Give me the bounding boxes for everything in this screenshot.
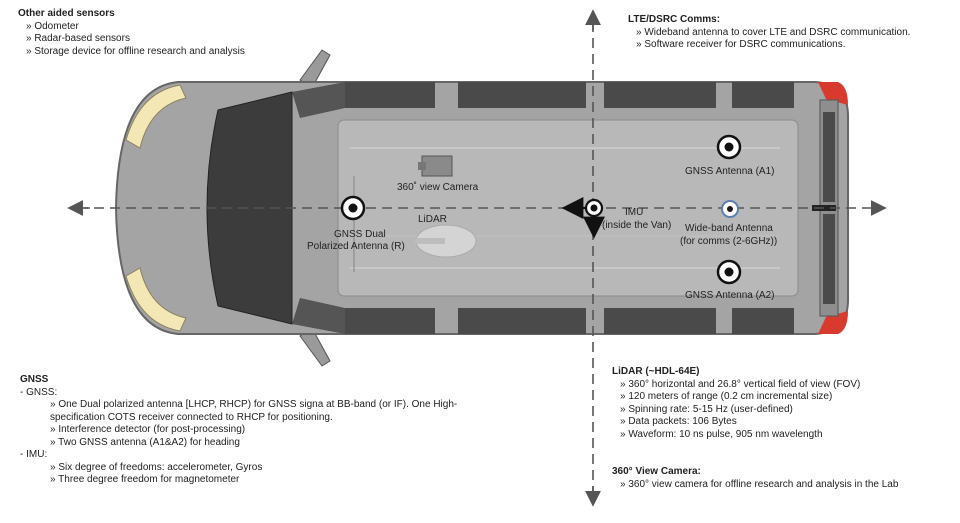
list-item: » 360° horizontal and 26.8° vertical fie… [620, 378, 861, 390]
side-window [458, 82, 586, 108]
camera-panel: 360° View Camera: » 360° view camera for… [612, 466, 898, 491]
imu-label: (inside the Van) [602, 220, 671, 231]
side-window [345, 308, 435, 334]
imu-label: IMU [625, 207, 643, 218]
panel-title: LTE/DSRC Comms: [628, 14, 721, 25]
other-sensors-panel: Other aided sensors » Odometer » Radar-b… [18, 8, 245, 58]
list-item: » Wideband antenna to cover LTE and DSRC… [636, 26, 911, 38]
taillight-bottom [818, 311, 848, 334]
gnss-dual-antenna-icon [340, 195, 366, 221]
side-window [732, 308, 794, 334]
wideband-label: Wide-band Antenna [685, 223, 773, 234]
headlight-bottom [125, 267, 187, 332]
gnss-panel: GNSS - GNSS: » One Dual polarized antenn… [20, 374, 480, 487]
imu-icon [584, 198, 604, 218]
gnss-dual-label: Polarized Antenna (R) [307, 241, 405, 252]
list-item: » Data packets: 106 Bytes [620, 416, 737, 427]
list-item: » Interference detector (for post-proces… [50, 424, 246, 435]
panel-title: GNSS [20, 374, 49, 385]
lidar-panel: LiDAR (~HDL-64E) » 360° horizontal and 2… [612, 366, 860, 441]
gnss-a2-label: GNSS Antenna (A2) [685, 290, 775, 301]
gnss-antenna-a1-icon [716, 134, 742, 160]
gnss-dual-label: GNSS Dual [334, 229, 386, 240]
wideband-label: (for comms (2-6GHz)) [680, 236, 777, 247]
windshield [206, 91, 293, 325]
list-item: » 120 meters of range (0.2 cm incrementa… [620, 391, 833, 402]
side-window [604, 308, 716, 334]
lidar-label: LiDAR [418, 214, 447, 225]
list-item: » Six degree of freedoms: accelerometer,… [50, 461, 263, 473]
cab-pillar [292, 82, 345, 118]
list-item: » Spinning rate: 5-15 Hz (user-defined) [620, 403, 793, 415]
panel-title: Other aided sensors [18, 8, 115, 19]
panel-title: LiDAR (~HDL-64E) [612, 366, 700, 377]
sub-heading: - GNSS: [20, 386, 58, 398]
comms-panel: LTE/DSRC Comms: » Wideband antenna to co… [628, 14, 910, 52]
cab-pillar [292, 298, 345, 334]
panel-title: 360° View Camera: [612, 466, 701, 477]
side-window [458, 308, 586, 334]
list-item: » Odometer [26, 20, 79, 32]
wideband-antenna-icon [721, 200, 739, 218]
gnss-antenna-a2-icon [716, 259, 742, 285]
headlight-top [125, 84, 187, 149]
camera-device [421, 155, 453, 177]
side-window [604, 82, 716, 108]
camera-device [418, 162, 426, 170]
list-item: » Two GNSS antenna (A1&A2) for heading [50, 436, 240, 448]
side-window [345, 82, 435, 108]
list-item: » Three degree freedom for magnetometer [50, 474, 240, 485]
list-item: » Software receiver for DSRC communicati… [636, 39, 846, 50]
camera-label: 360˚ view Camera [397, 181, 479, 193]
sub-heading: - IMU: [20, 449, 48, 460]
lidar-mount [415, 238, 445, 244]
list-item: » Storage device for offline research an… [26, 45, 245, 57]
list-item: » One Dual polarized antenna [LHCP, RHCP… [50, 399, 458, 423]
gnss-a1-label: GNSS Antenna (A1) [685, 166, 775, 177]
list-item: » Radar-based sensors [26, 33, 130, 44]
rear-window [823, 214, 835, 304]
list-item: » 360° view camera for offline research … [620, 478, 899, 490]
rear-window [823, 112, 835, 202]
side-window [732, 82, 794, 108]
list-item: » Waveform: 10 ns pulse, 905 nm waveleng… [620, 428, 823, 440]
taillight-top [818, 82, 848, 105]
